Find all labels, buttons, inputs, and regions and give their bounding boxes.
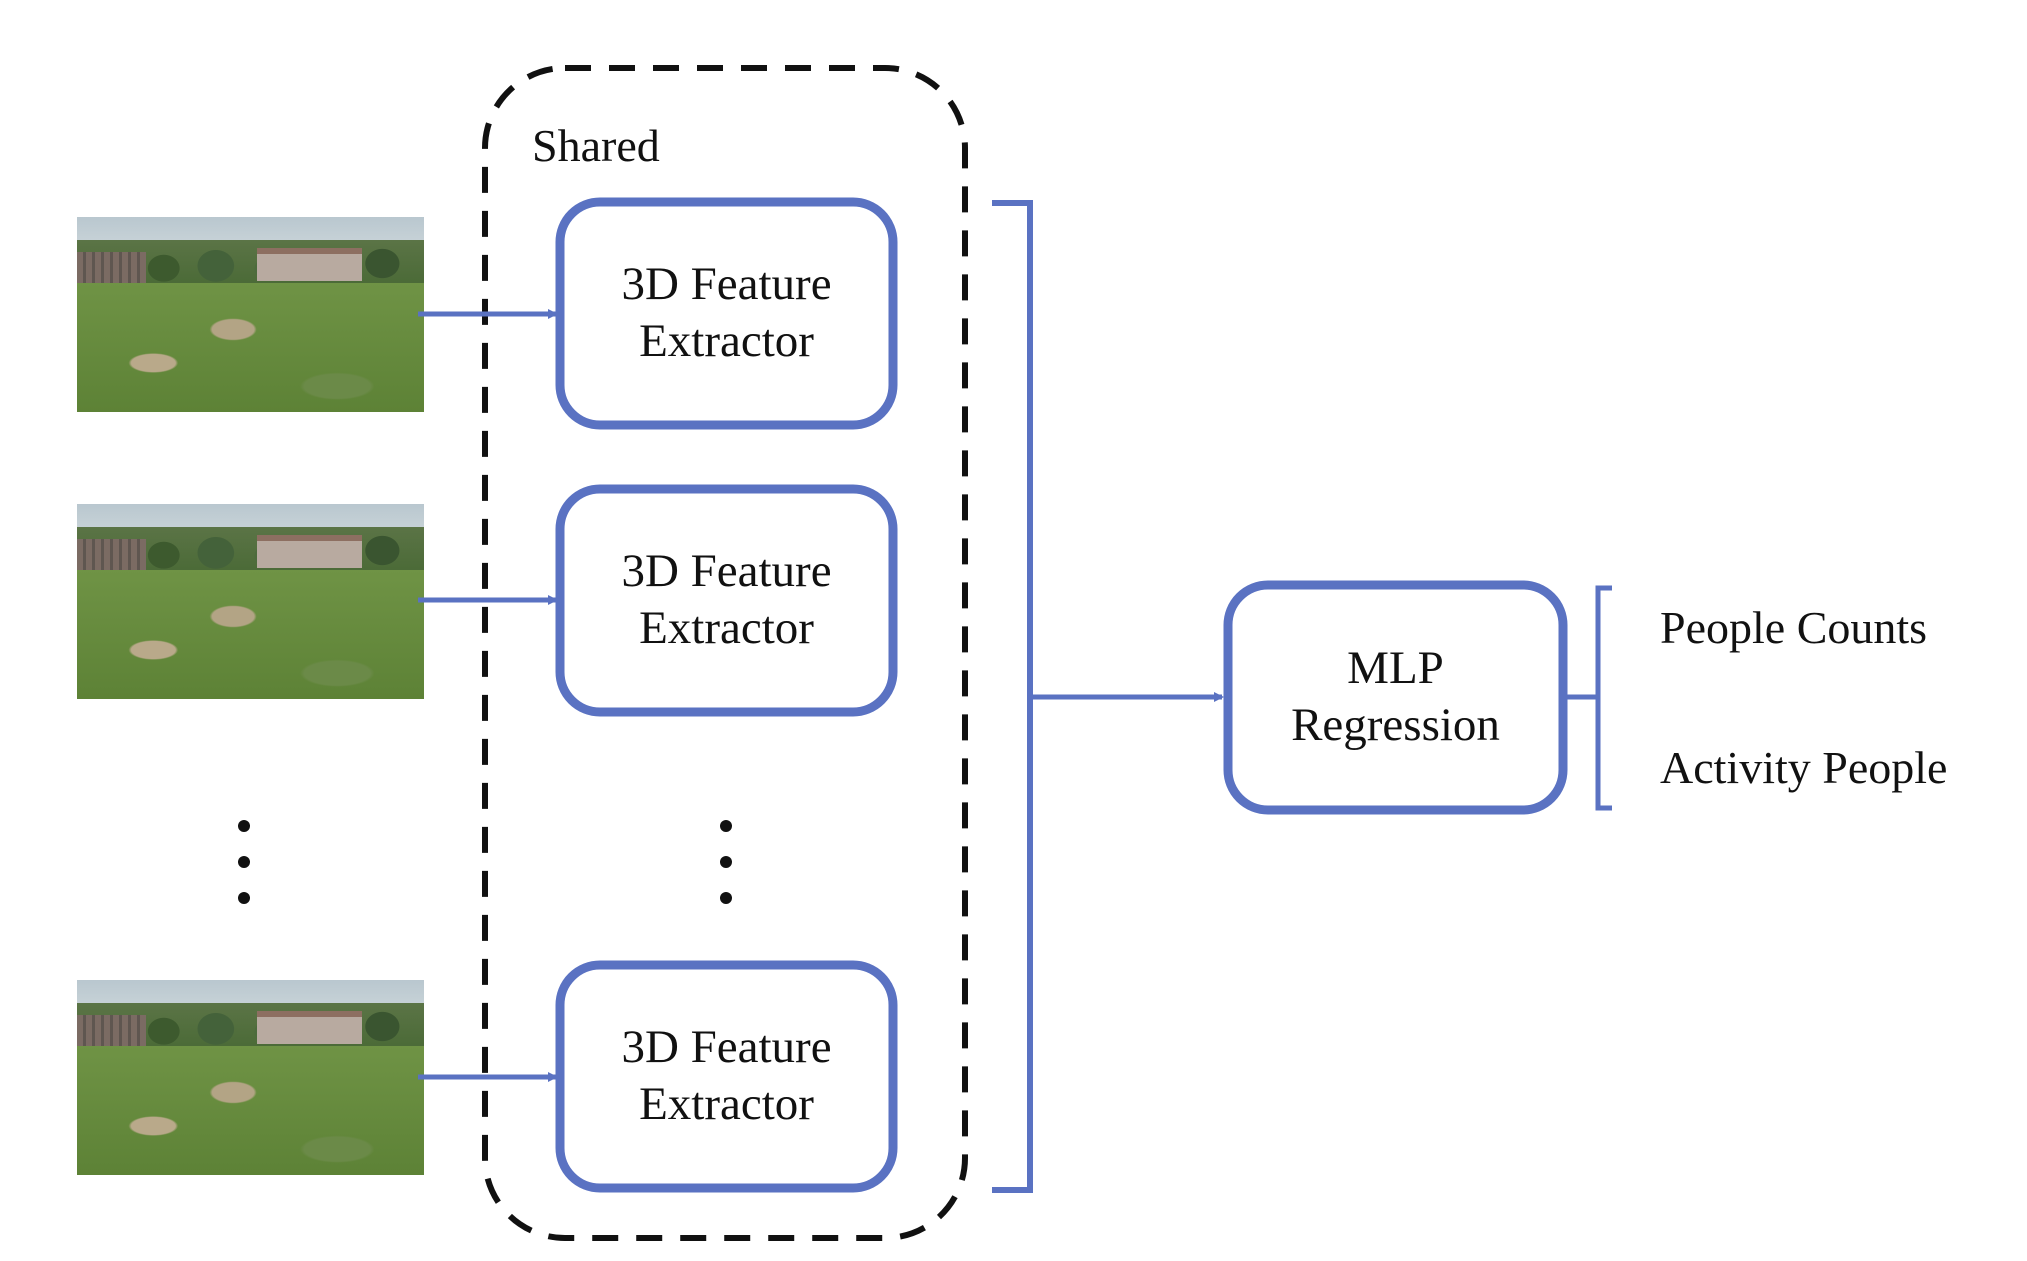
extractor-box-1 xyxy=(555,197,898,430)
output-activity-people: Activity People xyxy=(1660,742,1948,793)
extractor-box-2 xyxy=(555,484,898,717)
extractor-label-1: 3D Feature Extractor xyxy=(621,258,832,368)
output-bracket xyxy=(1595,585,1612,811)
extractor-label-3: 3D Feature Extractor xyxy=(621,1021,832,1131)
ellipsis-extractors xyxy=(720,820,732,904)
extractor-label-2: 3D Feature Extractor xyxy=(621,545,832,655)
extractor-box-3 xyxy=(555,960,898,1193)
input-frame-1 xyxy=(77,217,424,412)
ellipsis-inputs xyxy=(238,820,250,904)
input-frame-n xyxy=(77,980,424,1175)
concat-bracket xyxy=(992,200,1033,1193)
mlp-label: MLP Regression xyxy=(1291,642,1500,752)
input-frame-2 xyxy=(77,504,424,699)
shared-group-border xyxy=(482,65,968,1241)
output-people-counts: People Counts xyxy=(1660,602,1928,653)
shared-label: Shared xyxy=(532,120,660,171)
